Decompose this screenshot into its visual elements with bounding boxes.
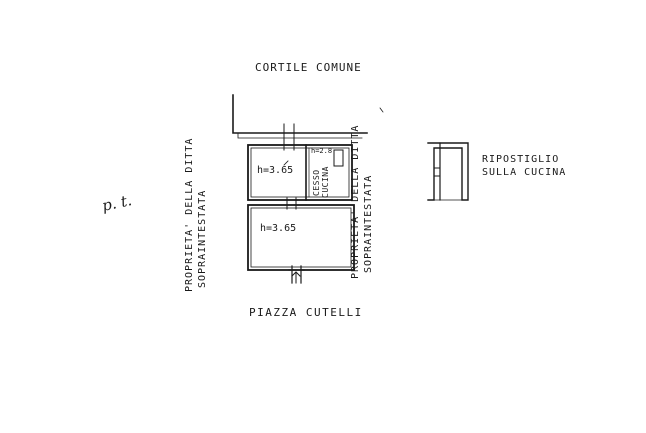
storage-label-2: SULLA CUCINA xyxy=(482,167,567,178)
top-door xyxy=(283,123,295,151)
right-owner-label: PROPRIETA' DELLA DITTA SOPRAINTESTATA xyxy=(350,125,375,279)
left-owner-line2: SOPRAINTESTATA xyxy=(196,189,208,288)
kitchen-label: CUCINA xyxy=(321,166,331,198)
entrance-arrow xyxy=(291,271,301,284)
storage-label-1: RIPOSTIGLIO xyxy=(482,154,560,165)
boundary-wall-top-inner xyxy=(237,132,363,139)
left-owner-line1: PROPRIETA' DELLA DITTA xyxy=(184,137,195,292)
right-owner-line2: SOPRAINTESTATA xyxy=(362,174,374,273)
lower-room xyxy=(247,204,355,271)
kitchen-name-label: CUCINA xyxy=(321,166,330,198)
courtyard-label: CORTILE COMUNE xyxy=(255,61,362,74)
upper-room xyxy=(247,144,353,201)
upper-room-height: h=3.65 xyxy=(257,165,294,176)
side-window xyxy=(333,149,344,167)
boundary-wall-top xyxy=(232,94,368,134)
lower-room-height: h=3.65 xyxy=(260,223,297,234)
inner-door xyxy=(286,197,297,210)
kitchen-height: h=2.8 xyxy=(311,147,333,155)
lower-room-inner xyxy=(250,207,352,268)
entrance-door xyxy=(288,265,305,284)
upper-room-inner xyxy=(250,147,350,198)
left-owner-label: PROPRIETA' DELLA DITTA SOPRAINTESTATA xyxy=(184,138,209,292)
right-owner-line1: PROPRIETA' DELLA DITTA xyxy=(350,124,361,279)
square-label: PIAZZA CUTELLI xyxy=(249,306,363,319)
storage-room xyxy=(427,142,469,201)
